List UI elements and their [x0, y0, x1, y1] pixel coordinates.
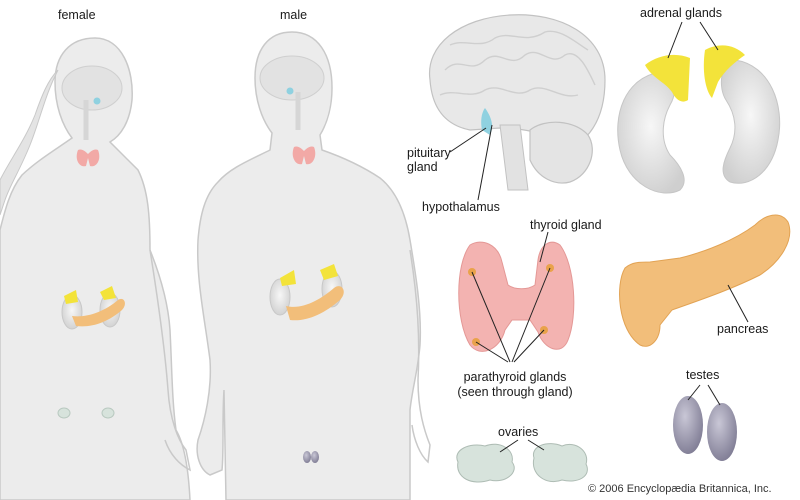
pituitary-label-line2: gland	[407, 160, 438, 174]
female-arm	[149, 249, 192, 472]
ovaries-leader-left	[499, 439, 519, 453]
pancreas-leader	[727, 284, 749, 323]
adrenal-left-detail	[645, 54, 690, 102]
ovaries-label: ovaries	[498, 425, 539, 439]
female-body-silhouette	[0, 37, 191, 500]
parathyroid-label-line1: parathyroid glands	[463, 370, 567, 384]
parathyroid-label-line2: (seen through gland)	[457, 385, 573, 399]
pancreas-detail	[619, 214, 791, 347]
brain-stem	[499, 124, 529, 191]
male-kidney-left	[269, 278, 291, 316]
ovary-right-detail	[532, 443, 588, 482]
male-figure	[196, 31, 431, 500]
brain-pituitary-detail	[481, 108, 493, 135]
male-adrenal-left	[280, 270, 296, 286]
parathyroid-leaders	[471, 267, 551, 363]
female-adrenal-left	[64, 290, 78, 304]
kidney-right-detail	[720, 59, 781, 184]
adrenal-leader-left	[667, 21, 683, 59]
testes-leader-left	[687, 384, 701, 401]
testes-label: testes	[686, 368, 720, 382]
adrenal-right-detail	[703, 45, 745, 98]
pancreas-label: pancreas	[717, 322, 769, 336]
ovaries-detail	[456, 439, 588, 483]
male-adrenal-right	[320, 264, 338, 280]
male-body-silhouette	[196, 31, 422, 500]
testes-leader-right	[707, 384, 721, 406]
testis-right-detail	[707, 403, 737, 461]
male-testis-right	[311, 451, 319, 463]
hypothalamus-leader	[477, 124, 493, 201]
male-label: male	[280, 8, 308, 22]
male-thyroid	[292, 146, 316, 165]
female-label: female	[58, 8, 96, 22]
male-pituitary	[286, 87, 294, 95]
hypothalamus-label: hypothalamus	[422, 200, 500, 214]
pituitary-label-line1: pituitary	[407, 146, 451, 160]
female-pancreas	[72, 298, 125, 327]
thyroid-gland-shape	[458, 241, 575, 352]
female-thyroid	[76, 149, 100, 167]
adrenal-leader-right	[699, 21, 719, 51]
thyroid-detail	[458, 231, 575, 363]
testis-left-detail	[673, 396, 703, 454]
pituitary-leader	[449, 127, 487, 153]
pancreas-shape	[619, 214, 791, 347]
male-brain	[259, 55, 325, 101]
female-ovary-left	[57, 407, 71, 419]
thyroid-gland-label: thyroid gland	[530, 218, 602, 232]
brain-folds	[439, 30, 596, 97]
brain-detail	[428, 14, 606, 201]
male-right-arm	[409, 249, 431, 464]
ovary-left-detail	[456, 443, 515, 483]
copyright-notice: © 2006 Encyclopædia Britannica, Inc.	[588, 483, 772, 495]
testes-detail	[673, 384, 737, 461]
female-adrenal-right	[100, 286, 116, 300]
adrenal-detail	[617, 21, 781, 194]
brain-cerebrum	[428, 14, 606, 141]
female-pituitary	[93, 97, 101, 105]
brain-cerebellum	[529, 121, 593, 184]
thyroid-leader	[539, 231, 549, 263]
adrenal-glands-label: adrenal glands	[640, 6, 723, 20]
female-ovary-right	[101, 407, 115, 419]
kidney-left-detail	[617, 71, 685, 194]
female-brain	[61, 65, 123, 111]
male-pancreas	[286, 286, 344, 321]
female-hair	[0, 69, 59, 216]
female-figure	[0, 37, 192, 500]
male-testis-left	[303, 451, 311, 463]
ovaries-leader-right	[527, 439, 545, 451]
